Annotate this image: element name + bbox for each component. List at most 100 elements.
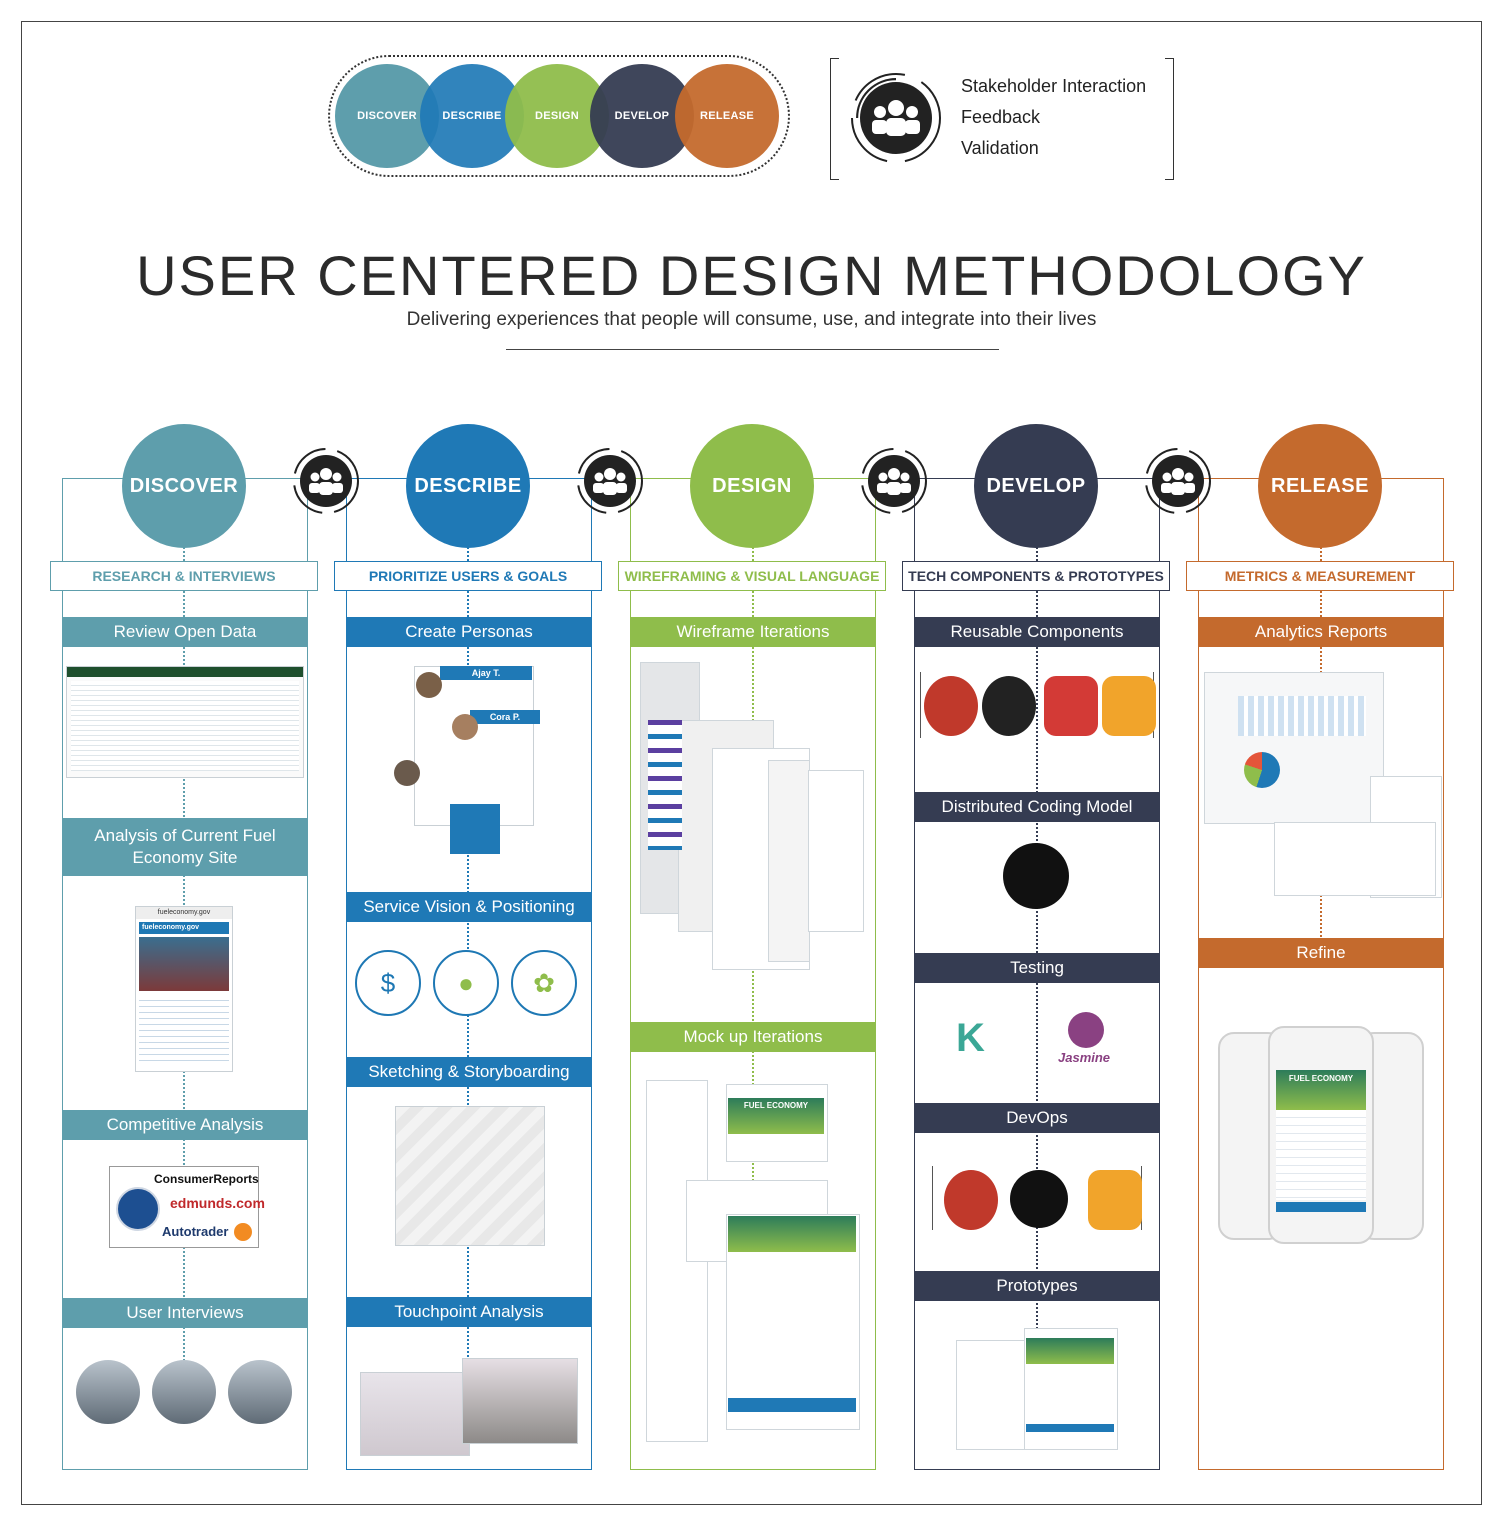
step-create-personas: Create Personas (346, 617, 592, 647)
fueleconomy-site-mockup-image: fueleconomy.gov fueleconomy.gov (135, 906, 233, 1072)
people-group-icon (851, 73, 941, 163)
phase-discover: DISCOVER (122, 424, 246, 548)
column-discover-topline-right (245, 478, 308, 479)
step-reusable-components: Reusable Components (914, 617, 1160, 647)
pie-chart-icon (1244, 752, 1280, 788)
step-testing: Testing (914, 953, 1160, 983)
phase-develop: DEVELOP (974, 424, 1098, 548)
column-describe-topline (346, 478, 408, 479)
interviewee-photo (76, 1360, 140, 1424)
interviewee-photo (228, 1360, 292, 1424)
prototypes-collage (954, 1326, 1118, 1450)
bower-icon (982, 676, 1036, 736)
heading-develop: TECH COMPONENTS & PROTOTYPES (902, 561, 1170, 591)
persona-name: Ajay T. (440, 666, 532, 680)
column-develop-topline-right (1097, 478, 1160, 479)
step-user-interviews: User Interviews (62, 1298, 308, 1328)
personas-collage: Ajay T. Cora P. (390, 664, 550, 854)
github-icon (1010, 1170, 1068, 1228)
sketches-photo (395, 1106, 545, 1246)
edmunds-logo: edmunds.com (170, 1195, 265, 1211)
whiteboard-photo (360, 1372, 470, 1456)
consumer-reports-logo: ConsumerReports (154, 1172, 259, 1186)
column-describe-topline-right (529, 478, 592, 479)
step-wireframe-iterations: Wireframe Iterations (630, 617, 876, 647)
step-service-vision: Service Vision & Positioning (346, 892, 592, 922)
angular-icon (1044, 676, 1098, 736)
app-banner: FUEL ECONOMY (1276, 1070, 1366, 1110)
cycle-ring (328, 55, 790, 177)
heading-release: METRICS & MEASUREMENT (1186, 561, 1454, 591)
page-subtitle: Delivering experiences that people will … (406, 309, 1097, 330)
lightbulb-icon: ● (433, 950, 499, 1016)
stakeholder-connector-icon (1145, 448, 1211, 514)
site-url: fueleconomy.gov (136, 907, 232, 919)
mockup-banner: FUEL ECONOMY (728, 1098, 824, 1134)
legend-item-validation: Validation (961, 138, 1039, 158)
column-design-topline-right (813, 478, 876, 479)
competitor-logos-panel: ConsumerReports edmunds.com Autotrader (109, 1166, 265, 1248)
jasmine-logo: Jasmine (1058, 1050, 1111, 1065)
step-analytics-reports: Analytics Reports (1198, 617, 1444, 647)
legend-item-interaction: Stakeholder Interaction (961, 76, 1147, 96)
design-spine (752, 540, 754, 1420)
grunt-icon (1088, 1170, 1142, 1230)
yeoman-icon (924, 676, 978, 736)
legend-bracket-left (830, 58, 839, 180)
column-discover (62, 478, 308, 1470)
legend-item-feedback: Feedback (961, 107, 1041, 127)
step-mockup-iterations: Mock up Iterations (630, 1022, 876, 1052)
site-logo: fueleconomy.gov (139, 922, 229, 934)
money-hand-icon: $ (355, 950, 421, 1016)
refined-app-phones: FUEL ECONOMY (1218, 1026, 1424, 1244)
analytics-dashboards-collage (1204, 672, 1444, 898)
column-develop-topline (914, 478, 976, 479)
autotrader-icon (234, 1223, 252, 1241)
stakeholder-connector-icon (861, 448, 927, 514)
step-analysis-current-site: Analysis of Current Fuel Economy Site (62, 818, 308, 876)
stakeholder-connector-icon (577, 448, 643, 514)
step-prototypes: Prototypes (914, 1271, 1160, 1301)
step-devops: DevOps (914, 1103, 1160, 1133)
step-distributed-coding: Distributed Coding Model (914, 792, 1160, 822)
column-design-topline (630, 478, 692, 479)
column-design (630, 478, 876, 1470)
step-competitive-analysis: Competitive Analysis (62, 1110, 308, 1140)
column-release (1198, 478, 1444, 1470)
column-release-topline (1198, 478, 1260, 479)
column-describe (346, 478, 592, 1470)
karma-icon: K (956, 1016, 985, 1060)
growth-leaf-icon: ✿ (511, 950, 577, 1016)
step-sketching-storyboarding: Sketching & Storyboarding (346, 1057, 592, 1087)
phase-describe: DESCRIBE (406, 424, 530, 548)
heading-discover: RESEARCH & INTERVIEWS (50, 561, 318, 591)
github-icon (1003, 843, 1069, 909)
page-title: USER CENTERED DESIGN METHODOLOGY (136, 244, 1367, 307)
heading-describe: PRIORITIZE USERS & GOALS (334, 561, 602, 591)
phase-release: RELEASE (1258, 424, 1382, 548)
wireframes-collage (638, 660, 868, 970)
cycle-release: RELEASE (675, 64, 779, 168)
heading-design: WIREFRAMING & VISUAL LANGUAGE (618, 561, 886, 591)
vw-logo-icon (116, 1187, 160, 1231)
step-review-open-data: Review Open Data (62, 617, 308, 647)
step-touchpoint-analysis: Touchpoint Analysis (346, 1297, 592, 1327)
stakeholder-connector-icon (293, 448, 359, 514)
jasmine-icon (1068, 1012, 1104, 1048)
legend: Stakeholder Interaction Feedback Validat… (830, 58, 1174, 180)
column-discover-topline (62, 478, 124, 479)
phase-design: DESIGN (690, 424, 814, 548)
persona-name: Cora P. (470, 710, 540, 724)
open-data-spreadsheet-image (66, 666, 304, 778)
column-release-topline-right (1381, 478, 1444, 479)
mockups-collage: FUEL ECONOMY (646, 1080, 860, 1445)
poster-frame (21, 21, 1482, 1505)
team-meeting-photo (462, 1358, 578, 1444)
autotrader-logo: Autotrader (162, 1224, 229, 1239)
legend-bracket-right (1165, 58, 1174, 180)
interviewee-photo (152, 1360, 216, 1424)
title-divider (506, 349, 999, 350)
yeoman-icon (944, 1170, 998, 1230)
step-refine: Refine (1198, 938, 1444, 968)
grunt-icon (1102, 676, 1156, 736)
